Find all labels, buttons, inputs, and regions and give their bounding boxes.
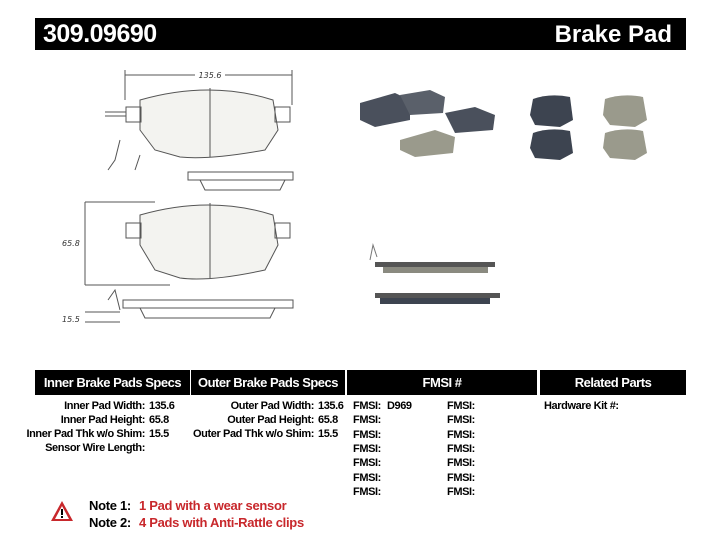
fmsi-row: FMSI:	[353, 428, 381, 441]
svg-text:15.5: 15.5	[62, 315, 80, 324]
svg-text:65.8: 65.8	[62, 239, 80, 248]
spec-row: Inner Pad Width:135.6	[64, 400, 175, 412]
fmsi-row: FMSI:D969	[353, 400, 412, 412]
fmsi-row: FMSI:	[353, 414, 381, 427]
header-outer-specs: Outer Brake Pads Specs	[191, 370, 345, 395]
svg-text:135.6: 135.6	[199, 71, 222, 80]
related-parts: Hardware Kit #:	[544, 399, 684, 413]
warning-icon	[51, 501, 73, 521]
fmsi-row: FMSI:	[353, 442, 381, 455]
note-1: Note 1:1 Pad with a wear sensor	[89, 498, 287, 513]
width-dimension: 135.6	[124, 68, 293, 105]
fmsi-row: FMSI:	[353, 457, 381, 470]
thickness-dimension: 15.5	[62, 311, 120, 324]
note-2: Note 2:4 Pads with Anti-Rattle clips	[89, 515, 304, 530]
fmsi-row: FMSI:	[447, 428, 475, 441]
spec-row: Outer Pad Height:65.8	[227, 414, 338, 426]
spec-row: Inner Pad Thk w/o Shim:15.5	[26, 428, 169, 440]
spec-row: Sensor Wire Length:	[45, 442, 145, 454]
fmsi-row: FMSI:	[447, 471, 475, 484]
header-related-parts: Related Parts	[540, 370, 686, 395]
fmsi-row: FMSI:	[447, 457, 475, 470]
spec-row: Outer Pad Thk w/o Shim:15.5	[193, 428, 338, 440]
product-type: Brake Pad	[554, 21, 672, 48]
fmsi-row: FMSI:	[447, 400, 475, 412]
header-fmsi: FMSI #	[347, 370, 537, 395]
part-number: 309.09690	[43, 20, 157, 48]
inner-specs: Inner Pad Width:135.6 Inner Pad Height:6…	[4, 399, 187, 457]
fmsi-column-1: FMSI:D969 FMSI: FMSI: FMSI: FMSI: FMSI: …	[353, 399, 441, 499]
spec-row: Outer Pad Width:135.6	[230, 400, 344, 412]
pad-photo-flat	[530, 95, 647, 160]
fmsi-column-2: FMSI: FMSI: FMSI: FMSI: FMSI: FMSI: FMSI…	[447, 399, 527, 499]
related-row: Hardware Kit #:	[544, 399, 623, 413]
header-bar: 309.09690 Brake Pad	[35, 18, 686, 50]
fmsi-row: FMSI:	[447, 485, 475, 498]
hardware-kit-label: Hardware Kit #:	[544, 400, 619, 412]
fmsi-row: FMSI:	[447, 414, 475, 427]
fmsi-row: FMSI:	[353, 471, 381, 484]
product-photos	[360, 90, 647, 304]
pad-top-view	[105, 88, 294, 191]
fmsi-row: FMSI:	[447, 442, 475, 455]
header-inner-specs: Inner Brake Pads Specs	[35, 370, 190, 395]
pad-photo-side	[369, 243, 500, 304]
pad-front-view	[107, 203, 294, 319]
spec-row: Inner Pad Height:65.8	[60, 414, 169, 426]
fmsi-row: FMSI:	[353, 485, 381, 498]
height-dimension: 65.8	[62, 201, 170, 286]
pad-technical-drawing: 135.6 65.8 15.5	[62, 68, 294, 324]
pad-photo-angled	[360, 90, 495, 157]
outer-specs: Outer Pad Width:135.6 Outer Pad Height:6…	[190, 399, 345, 443]
